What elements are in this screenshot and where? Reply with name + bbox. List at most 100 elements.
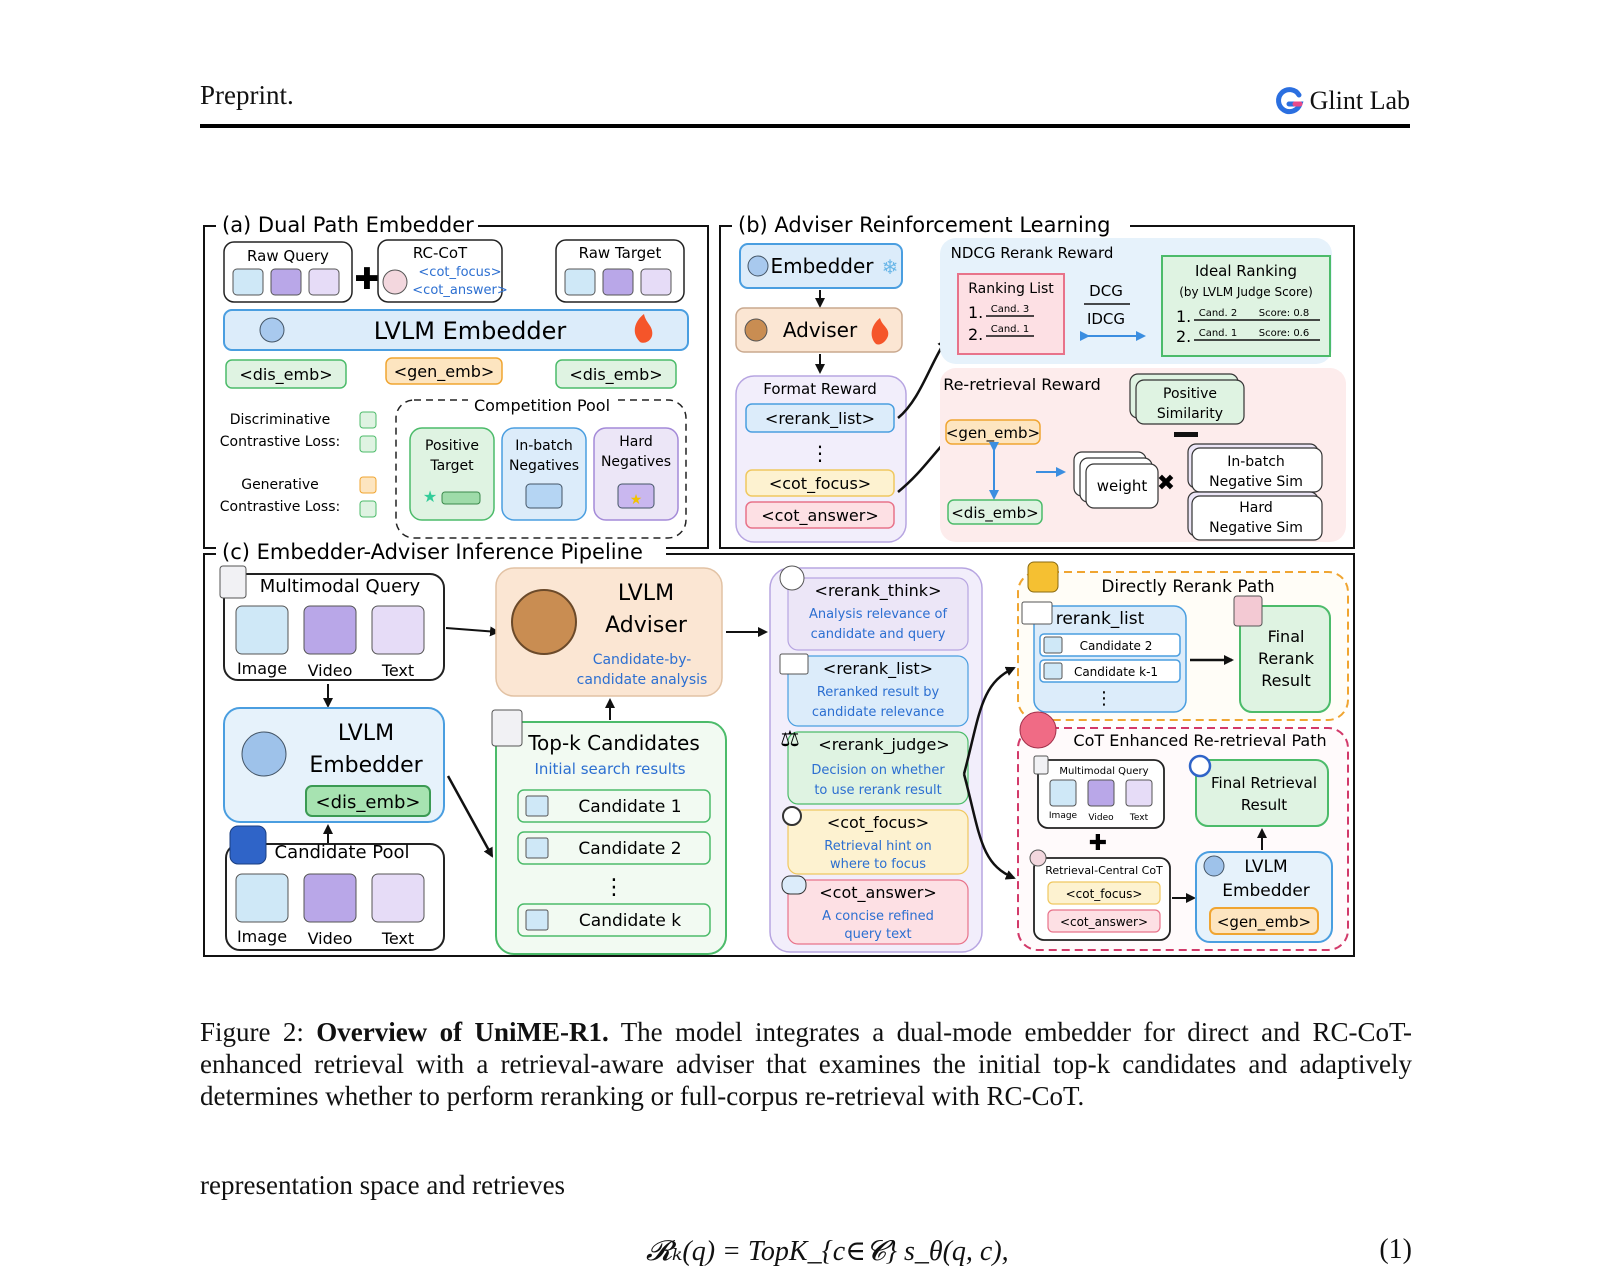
list-icon [779,653,809,675]
figure-caption: Figure 2: Overview of UniME-R1. The mode… [200,1016,1412,1112]
basket-icon [525,483,563,509]
ideal2-cand: Cand. 1 [1199,328,1238,339]
chat-icon [781,875,807,895]
inbatch-negatives-2: Negatives [509,458,579,474]
panel-b-title: (b) Adviser Reinforcement Learning [738,214,1111,237]
disc-loss-label-1: Discriminative [230,412,331,428]
star-icon: ★ [423,487,437,506]
trophy-icon [1027,561,1059,593]
video-icon [303,605,357,655]
final-rerank-1: Final [1268,627,1305,646]
emb2-embedder: Embedder [1222,881,1310,901]
inbatch-negatives-1: In-batch [515,438,573,454]
header-rule [200,124,1410,128]
raw-target-label: Raw Target [579,244,662,262]
robot-icon [259,317,285,343]
candidate-icon [1043,662,1063,680]
topk-title: Top-k Candidates [527,731,700,755]
adviser-label: Adviser [605,613,688,638]
answer-tag: <cot_answer> [819,883,936,903]
competition-pool-label: Competition Pool [474,396,610,415]
fire-icon [634,314,653,343]
owl-icon [744,318,768,342]
hard-negatives-2: Negatives [601,454,671,470]
adviser-lvlm: LVLM [618,581,674,606]
ideal1-num: 1. [1176,307,1191,326]
positive-target-1: Positive [425,438,479,454]
c-cot-focus-token: <cot_focus> [1066,887,1143,901]
disc-loss-label-2: Contrastive Loss: [220,434,340,450]
candidate-icon [525,837,549,859]
b-rerank-list-token: <rerank_list> [765,409,875,429]
document-icon [219,565,247,599]
topk-cand2: Candidate 2 [578,839,681,859]
ideal2-score: Score: 0.6 [1259,328,1309,339]
c-embedder-label: Embedder [309,753,423,778]
caption-label: Figure 2: [200,1017,304,1047]
text-icon [308,268,340,296]
inbatch-sim-1: In-batch [1227,454,1285,470]
scale-icon: ⚖ [780,727,800,752]
focus-desc-1: Retrieval hint on [824,839,931,854]
direct-path-title: Directly Rerank Path [1101,577,1274,597]
ideal2-num: 2. [1176,327,1191,346]
header-lab: Glint Lab [1274,86,1410,116]
equation: 𝓡ₖ(q) = TopK_{c∈𝓒} s_θ(q, c), [646,1236,1009,1267]
b-embedder-label: Embedder [770,254,874,278]
list-desc-1: Reranked result by [817,685,940,700]
basket-icon [617,483,655,509]
equation-number: (1) [1379,1234,1412,1265]
hard-sim-2: Negative Sim [1209,520,1303,536]
overview-figure: (a) Dual Path Embedder Raw Query ✚ RC-Co… [203,214,1355,957]
panel-a: (a) Dual Path Embedder Raw Query ✚ RC-Co… [203,214,709,549]
c-gen-emb-token: <gen_emb> [1217,913,1311,932]
lvlm-embedder-label: LVLM Embedder [374,317,567,345]
final-ret-1: Final Retrieval [1211,774,1317,792]
positive-sim-1: Positive [1163,386,1217,402]
document-icon [1033,755,1049,775]
header-preprint: Preprint. [200,80,294,110]
focus-desc-2: where to focus [830,857,926,872]
thought-bubble-icon [779,565,805,591]
mq-small-text: Text [1129,813,1149,823]
brain-icon [1019,711,1057,749]
rl-dots: ⋮ [1095,688,1113,709]
rl-cand2: Candidate 2 [1080,639,1153,653]
candidate-icon [1043,636,1063,654]
multiply-icon: ✖ [1157,471,1175,496]
judge-tag: <rerank_judge> [818,735,949,755]
c-multimodal-query: Multimodal Query [260,576,421,597]
robot-icon [241,731,287,777]
candidate-icon [525,795,549,817]
ideal-ranking-sub: (by LVLM Judge Score) [1179,285,1313,299]
think-tag: <rerank_think> [815,581,942,601]
ndcg-title: NDCG Rerank Reward [951,244,1114,262]
adviser-sub-2: candidate analysis [577,672,708,688]
image-icon [235,605,289,655]
video-icon [270,268,302,296]
rc-cot-small: Retrieval-Central CoT [1045,864,1163,877]
panel-c-title: (c) Embedder-Adviser Inference Pipeline [222,540,643,564]
rc-cot-label: RC-CoT [413,244,468,262]
search-icon [1188,754,1212,778]
certificate-icon [1233,595,1263,627]
b-cot-focus-token: <cot_focus> [769,474,871,494]
c-image-label: Image [237,659,287,678]
ideal1-score: Score: 0.8 [1259,308,1309,319]
rank1-num: 1. [968,303,983,322]
c-pool-text: Text [381,929,414,948]
b-dis-emb-token: <dis_emb> [951,504,1039,523]
positive-sim-2: Similarity [1157,406,1223,422]
search-icon [782,806,802,826]
list-desc-2: candidate relevance [812,705,944,720]
topk-cand1: Candidate 1 [578,797,681,817]
mq-small-video: Video [1088,813,1114,823]
mq-small-image: Image [1049,811,1078,821]
minus-icon [1174,432,1198,437]
c-pool-image: Image [237,927,287,946]
ideal-ranking-label: Ideal Ranking [1195,262,1297,280]
answer-desc-2: query text [844,927,911,942]
final-rerank-2: Rerank [1258,649,1315,668]
gen-loss-label-2: Contrastive Loss: [220,499,340,515]
idcg-label: IDCG [1087,310,1125,328]
